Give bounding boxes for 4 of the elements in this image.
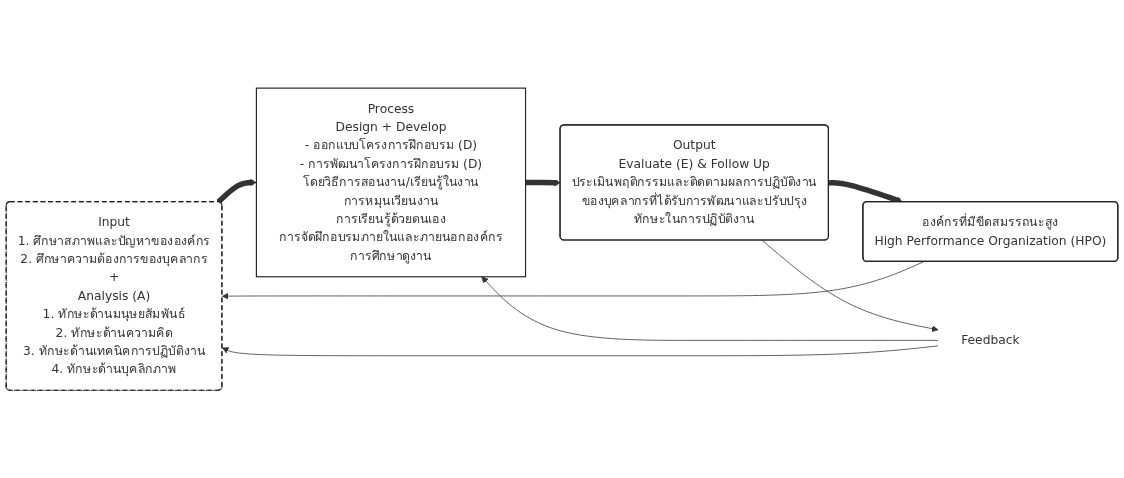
arrow — [216, 178, 257, 204]
node-box: Process Design + Develop - ออกแบบโครงการฝึกอบรม (D) - การพัฒนาโครงการฝึกอบรม (D) โดยวิธีการสอนงาน/เรียนรู้ในงาน การหมุนเวียนงาน การเรียนรู้ด้วยตนเอง การจัดฝึกอบรมภายในและภายนอกองค์กร การศึกษาดูงาน — [255, 87, 527, 278]
node-text: Feedback — [961, 332, 1020, 348]
arrow — [525, 179, 561, 186]
